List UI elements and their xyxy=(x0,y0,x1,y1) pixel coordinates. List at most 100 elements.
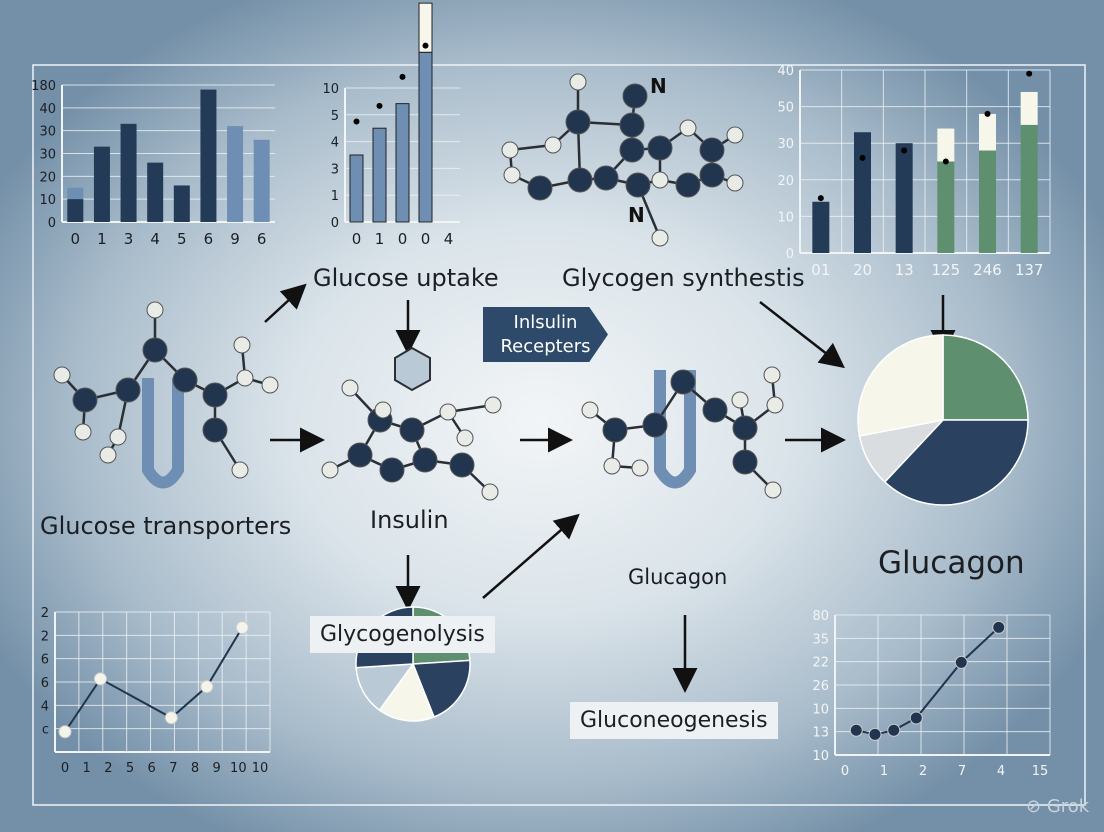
label-gluconeogenesis: Gluconeogenesis xyxy=(570,702,778,739)
x-tick-label: 125 xyxy=(932,261,961,279)
x-tick-label: 10 xyxy=(252,761,269,776)
atom xyxy=(456,429,474,447)
x-tick-label: 1 xyxy=(880,764,888,779)
x-tick-label: 4 xyxy=(150,230,160,248)
bar xyxy=(93,146,110,222)
arrow xyxy=(759,301,845,369)
atom xyxy=(732,415,758,441)
atom xyxy=(399,417,425,443)
label-glycogenolysis: Glycogenolysis xyxy=(310,616,495,653)
bar xyxy=(120,123,137,222)
atom xyxy=(619,112,645,138)
data-point xyxy=(887,723,901,737)
arrows xyxy=(264,283,956,693)
trend-point xyxy=(942,158,949,165)
atom xyxy=(603,457,621,475)
label-glucagon-main: Glucagon xyxy=(878,545,1025,581)
y-tick-label: 4 xyxy=(41,699,49,714)
atom xyxy=(622,83,648,109)
x-tick-label: 0 xyxy=(841,764,849,779)
trend-point xyxy=(376,102,383,109)
trend-point xyxy=(353,118,360,125)
atom xyxy=(732,449,758,475)
x-tick-label: 6 xyxy=(204,230,214,248)
y-tick-label: 20 xyxy=(39,170,56,185)
x-tick-label: 1 xyxy=(83,761,91,776)
x-tick-label: 246 xyxy=(973,261,1002,279)
data-point xyxy=(954,655,968,669)
atom xyxy=(261,376,279,394)
y-tick-label: 3 xyxy=(331,162,339,177)
trend-line xyxy=(357,46,426,122)
insulin-receptors-badge: Inlsulin Recepters xyxy=(483,307,608,362)
y-tick-label: 35 xyxy=(812,632,829,647)
bar xyxy=(67,199,84,222)
watermark-text: Grok xyxy=(1046,796,1090,817)
x-tick-label: 0 xyxy=(421,230,431,248)
bar xyxy=(253,139,270,222)
trend-point xyxy=(984,110,991,117)
atom-n-label: N xyxy=(628,203,645,227)
y-tick-label: c xyxy=(42,723,49,738)
atom xyxy=(109,428,127,446)
y-tick-label: 10 xyxy=(812,702,829,717)
atom xyxy=(581,401,599,419)
atom xyxy=(379,457,405,483)
trend-point xyxy=(817,195,824,202)
bar xyxy=(937,161,955,253)
bar xyxy=(349,154,364,223)
atom xyxy=(501,141,519,159)
atom xyxy=(642,412,668,438)
x-tick-label: 1 xyxy=(375,230,385,248)
x-tick-label: 10 xyxy=(230,761,247,776)
atom xyxy=(72,387,98,413)
pie-slice xyxy=(378,662,435,722)
x-tick-label: 8 xyxy=(191,761,199,776)
y-tick-label: 26 xyxy=(812,679,829,694)
trend-point xyxy=(399,73,406,80)
data-point xyxy=(164,711,178,725)
bar xyxy=(895,143,913,253)
trend-point xyxy=(901,147,908,154)
atom xyxy=(764,481,782,499)
atom xyxy=(484,396,502,414)
atom xyxy=(374,401,392,419)
atom xyxy=(481,483,499,501)
bar xyxy=(979,150,996,253)
bar xyxy=(227,126,244,222)
x-tick-label: 5 xyxy=(126,761,134,776)
atom xyxy=(172,367,198,393)
atom xyxy=(631,459,649,477)
data-point xyxy=(909,711,923,725)
y-tick-label: 40 xyxy=(39,102,56,117)
y-tick-label: 30 xyxy=(777,137,794,152)
x-tick-label: 9 xyxy=(213,761,221,776)
atom xyxy=(202,417,228,443)
series-line xyxy=(64,627,244,733)
y-tick-label: 10 xyxy=(39,193,56,208)
atom xyxy=(115,377,141,403)
bar xyxy=(395,103,410,223)
y-tick-label: 30 xyxy=(39,125,56,140)
x-tick-label: 01 xyxy=(811,261,830,279)
x-tick-label: 15 xyxy=(1032,764,1049,779)
bar xyxy=(854,132,871,253)
bar-cap xyxy=(937,128,955,162)
atom xyxy=(602,417,628,443)
atom xyxy=(146,301,164,319)
x-tick-label: 6 xyxy=(148,761,156,776)
y-tick-label: 4 xyxy=(331,136,339,151)
label-glucagon-mid: Glucagon xyxy=(628,565,728,589)
y-tick-label: 22 xyxy=(812,656,829,671)
molecules xyxy=(53,73,784,501)
bar xyxy=(173,185,190,222)
data-point xyxy=(235,621,249,635)
atom xyxy=(766,396,784,414)
atom xyxy=(699,162,725,188)
atom xyxy=(593,165,619,191)
atom xyxy=(569,73,587,91)
y-tick-label: 2 xyxy=(41,606,49,621)
y-tick-label: 20 xyxy=(777,174,794,189)
atom xyxy=(675,172,701,198)
